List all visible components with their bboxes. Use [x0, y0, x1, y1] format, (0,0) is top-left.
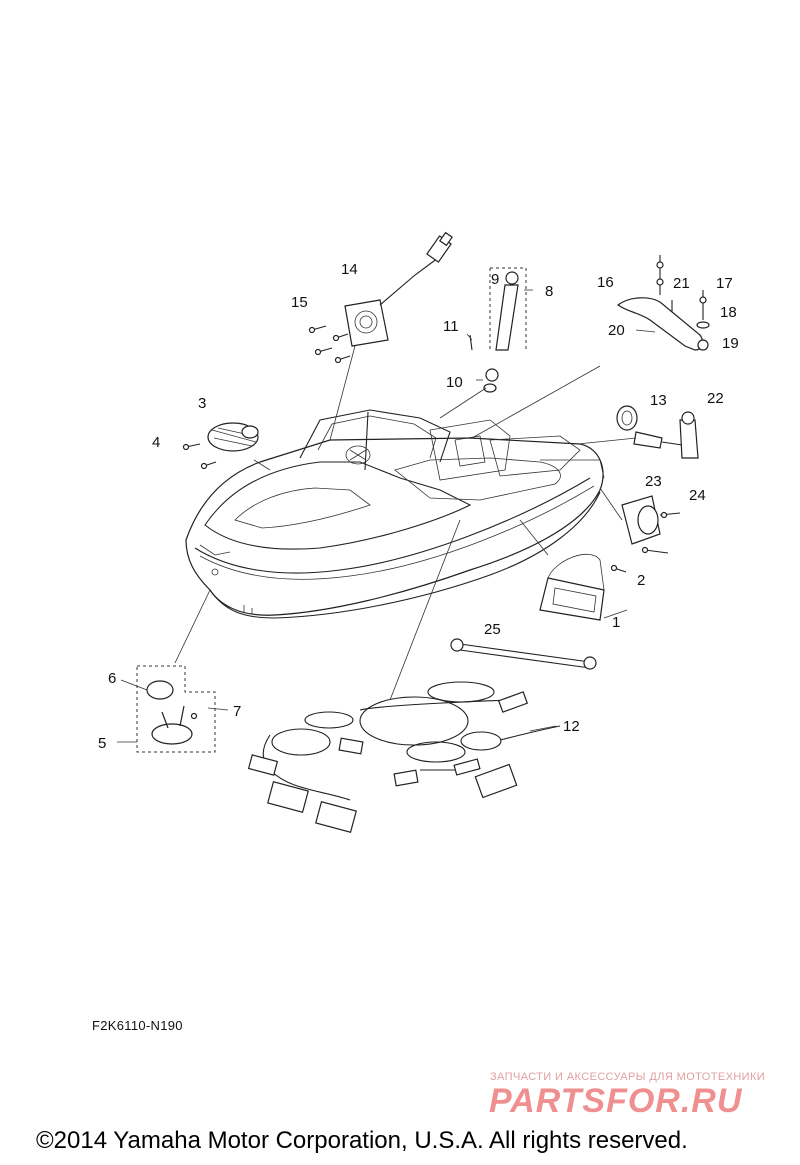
- callout-21: 21: [673, 275, 690, 292]
- part-5-cap-assembly: [136, 665, 216, 753]
- callout-22: 22: [707, 390, 724, 407]
- callout-7: 7: [233, 703, 241, 720]
- callout-12: 12: [563, 718, 580, 735]
- leader-lines: [117, 289, 656, 743]
- callout-25: 25: [484, 621, 501, 638]
- drawing-code: F2K6110-N190: [92, 1018, 183, 1033]
- callout-14: 14: [341, 261, 358, 278]
- boat-illustration: [185, 409, 605, 619]
- callout-10: 10: [446, 374, 463, 391]
- part-16-bracket: [616, 255, 710, 351]
- callout-18: 18: [720, 304, 737, 321]
- part-3-speaker: [182, 422, 259, 470]
- callout-6: 6: [108, 670, 116, 687]
- callout-16: 16: [597, 274, 614, 291]
- callout-5: 5: [98, 735, 106, 752]
- callout-19: 19: [722, 335, 739, 352]
- part-13-sensor: [616, 405, 699, 459]
- callouts: 1 2 3 4 5 6 7 8 9 10 11 12 13 14 15 16 1…: [98, 261, 739, 752]
- watermark-brand: PARTSFOR.RU: [489, 1082, 743, 1120]
- copyright-notice: ©2014 Yamaha Motor Corporation, U.S.A. A…: [36, 1127, 688, 1154]
- part-23-buzzer: [621, 495, 681, 554]
- callout-15: 15: [291, 294, 308, 311]
- part-8-antenna: [469, 267, 527, 393]
- callout-3: 3: [198, 395, 206, 412]
- callout-17: 17: [716, 275, 733, 292]
- callout-13: 13: [650, 392, 667, 409]
- part-12-harness: [247, 681, 561, 834]
- part-25-cable: [450, 638, 597, 670]
- part-15-screws: [308, 325, 351, 364]
- callout-9: 9: [491, 271, 499, 288]
- callout-4: 4: [152, 434, 160, 451]
- part-14-drawing: [344, 231, 453, 347]
- callout-2: 2: [637, 572, 645, 589]
- callout-20: 20: [608, 322, 625, 339]
- callout-11: 11: [443, 318, 459, 335]
- callout-8: 8: [545, 283, 553, 300]
- callout-24: 24: [689, 487, 706, 504]
- part-1-holder: [539, 554, 627, 621]
- callout-1: 1: [612, 614, 620, 631]
- watermark-tagline: ЗАПЧАСТИ И АКСЕССУАРЫ ДЛЯ МОТОТЕХНИКИ: [490, 1071, 766, 1083]
- callout-23: 23: [645, 473, 662, 490]
